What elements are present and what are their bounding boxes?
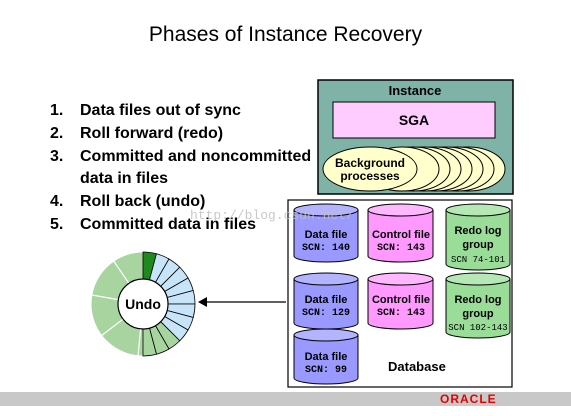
redo-log-label: Redo log bbox=[454, 294, 501, 306]
undo-label: Undo bbox=[125, 296, 161, 312]
watermark-text: http://blog.csdn.net/ bbox=[190, 208, 354, 223]
control-file-label: Control file bbox=[372, 294, 430, 306]
redo-log-cylinder: Redo log group SCN 102-143 bbox=[445, 272, 511, 339]
data-file-label: Data file bbox=[305, 351, 348, 363]
redo-log-label: Redo log bbox=[454, 225, 501, 237]
phase-number: 5. bbox=[50, 216, 64, 233]
phase-number: 2. bbox=[50, 125, 64, 142]
data-file-cylinder: Data file SCN: 140 bbox=[293, 203, 359, 263]
sga-box bbox=[332, 101, 496, 139]
phase-number: 1. bbox=[50, 102, 64, 119]
phase-text: Committed data in files bbox=[80, 216, 257, 233]
data-file-cylinder: Data file SCN: 99 bbox=[293, 328, 359, 385]
redo-log-scn: SCN 74-101 bbox=[451, 255, 505, 265]
background-processes: Background processes bbox=[322, 146, 506, 192]
oracle-logo: ORACLE bbox=[440, 392, 497, 406]
redo-log-scn: SCN 102-143 bbox=[448, 323, 507, 333]
phase-item: 2. Roll forward (redo) bbox=[50, 123, 320, 145]
phase-text: Committed and noncommitted data in files bbox=[80, 148, 312, 187]
sga-label: SGA bbox=[399, 112, 429, 128]
background-label-1: Background bbox=[335, 156, 405, 170]
control-file-cylinder: Control file SCN: 143 bbox=[367, 203, 434, 263]
data-file-label: Data file bbox=[305, 229, 348, 241]
control-file-scn: SCN: 143 bbox=[377, 243, 425, 254]
data-file-label: Data file bbox=[305, 294, 348, 306]
redo-log-group-label: group bbox=[462, 239, 493, 251]
phase-item: 1. Data files out of sync bbox=[50, 100, 320, 122]
phase-number: 4. bbox=[50, 193, 64, 210]
phase-item: 3. Committed and noncommitted data in fi… bbox=[50, 146, 320, 190]
undo-arrow bbox=[198, 297, 286, 307]
data-file-cylinder: Data file SCN: 129 bbox=[293, 272, 359, 330]
undo-ring: Undo bbox=[90, 251, 196, 357]
background-label-2: processes bbox=[340, 169, 400, 183]
phase-list: 1. Data files out of sync 2. Roll forwar… bbox=[50, 100, 320, 237]
database-label: Database bbox=[388, 359, 446, 374]
phase-text: Roll back (undo) bbox=[80, 193, 206, 210]
phase-text: Roll forward (redo) bbox=[80, 125, 224, 142]
control-file-scn: SCN: 143 bbox=[377, 308, 425, 319]
footer-bar bbox=[0, 392, 571, 406]
page-title: Phases of Instance Recovery bbox=[148, 23, 423, 46]
phase-number: 3. bbox=[50, 148, 64, 165]
control-file-cylinder: Control file SCN: 143 bbox=[367, 272, 434, 330]
data-file-scn: SCN: 129 bbox=[302, 308, 350, 319]
redo-log-cylinder: Redo log group SCN 74-101 bbox=[445, 203, 511, 271]
instance-label: Instance bbox=[389, 83, 442, 98]
data-file-scn: SCN: 140 bbox=[302, 243, 350, 254]
undo-segments bbox=[142, 251, 196, 357]
phase-item: 4. Roll back (undo) bbox=[50, 191, 320, 213]
data-file-scn: SCN: 99 bbox=[305, 365, 347, 376]
redo-log-group-label: group bbox=[462, 308, 493, 320]
phase-text: Data files out of sync bbox=[80, 102, 241, 119]
phase-item: 5. Committed data in files bbox=[50, 214, 320, 236]
control-file-label: Control file bbox=[372, 229, 430, 241]
